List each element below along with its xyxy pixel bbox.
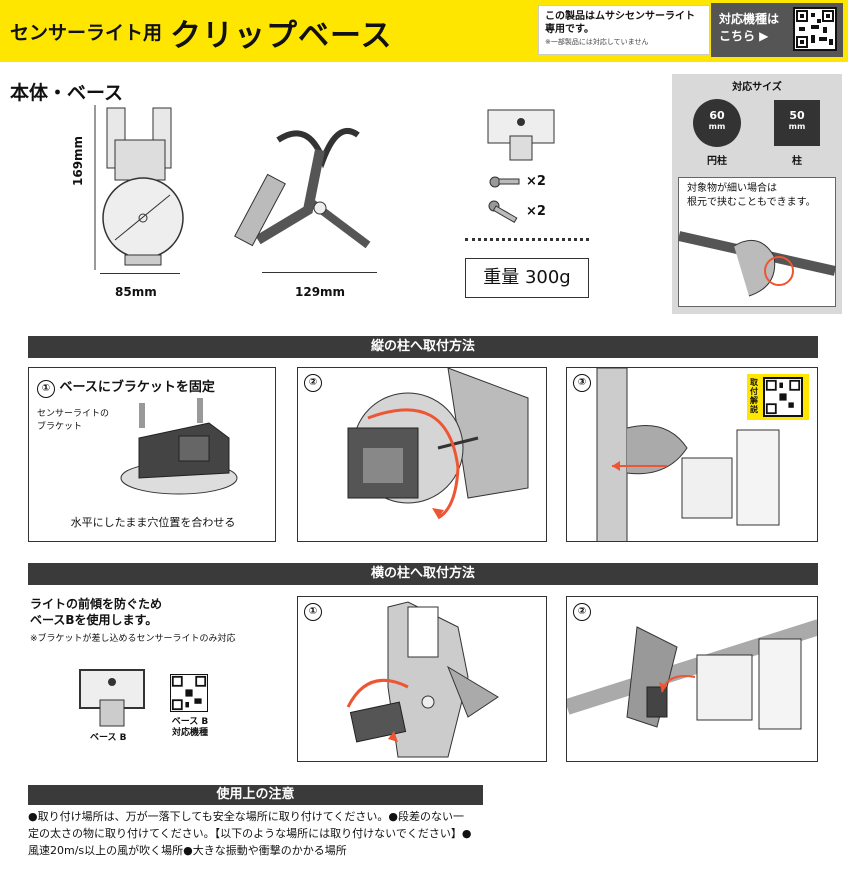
caution-line-2: 定の太さの物に取り付けてください。【以下のような場所には取り付けないでください】… <box>28 827 472 840</box>
vertical-step-1: ① ベースにブラケットを固定 センサーライトの ブラケット 水平にしたまま穴位置… <box>28 367 276 542</box>
round-label: 円柱 <box>707 156 727 167</box>
compat-line-2: こちら ▶ <box>719 29 769 43</box>
square-pillar-icon <box>774 100 820 146</box>
notice-small: ※一部製品には対応していません <box>545 38 649 46</box>
square-label: 柱 <box>792 156 802 167</box>
bracket-on-base-illustration <box>120 398 238 495</box>
clip-side-view <box>234 127 371 249</box>
bracket-label-2: ブラケット <box>37 422 83 432</box>
horizontal-intro-note: ※ブラケットが差し込めるセンサーライトのみ対応 <box>30 634 236 644</box>
length-dimension: 129mm <box>295 285 346 299</box>
step-number: ① <box>304 603 322 621</box>
base-b-label: ベース B <box>90 733 127 743</box>
step1-title: ベースにブラケットを固定 <box>59 380 215 395</box>
vertical-mount-bar: 縦の柱へ取付方法 <box>28 336 818 358</box>
length-dim-line <box>262 272 377 273</box>
thin-note-1: 対象物が細い場合は <box>687 183 777 194</box>
sizes-title: 対応サイズ <box>732 82 782 93</box>
notice-line-1: この製品はムサシセンサーライト <box>545 11 695 22</box>
mount-on-vertical-pole-illustration <box>596 368 780 541</box>
clip-front-view <box>94 105 184 270</box>
qr-code-icon[interactable] <box>793 7 837 51</box>
install-guide-badge[interactable]: 取付解説 <box>747 374 809 420</box>
round-pillar-icon <box>693 99 741 147</box>
thin-object-example: 対象物が細い場合は 根元で挟むこともできます。 <box>677 177 837 307</box>
width-dimension: 85mm <box>115 285 157 299</box>
bracket-label-1: センサーライトの <box>37 409 110 419</box>
horizontal-step-1: ① <box>297 596 547 762</box>
round-value: 60 <box>709 109 725 122</box>
supported-sizes-panel: 対応サイズ 60 mm 円柱 50 mm 柱 対象物が細い場合は 根元で挟むこと… <box>672 74 842 314</box>
step-number: ③ <box>573 374 591 392</box>
square-value: 50 <box>789 109 805 122</box>
round-unit: mm <box>708 122 726 131</box>
screw-qty-2: ×2 <box>526 204 546 219</box>
screw-qty-1: ×2 <box>526 174 546 189</box>
step-number: ② <box>573 603 591 621</box>
step-number: ② <box>304 374 322 392</box>
product-subtitle: センサーライト用 <box>10 22 163 44</box>
qr-code-icon[interactable] <box>170 674 208 712</box>
base-b-part-icon <box>487 109 555 161</box>
dotted-divider <box>465 238 589 241</box>
notice-line-2: 専用です。 <box>545 24 594 35</box>
vertical-step-3: ③ 取付解説 <box>566 367 818 542</box>
vertical-step-2: ② <box>297 367 547 542</box>
caution-bar: 使用上の注意 <box>28 785 483 805</box>
step-number: ① <box>37 380 55 398</box>
compat-line-1: 対応機種は <box>719 12 780 26</box>
step1-caption: 水平にしたまま穴位置を合わせる <box>70 516 236 529</box>
attach-base-b-illustration <box>346 601 499 758</box>
exclusive-notice: この製品はムサシセンサーライト 専用です。 ※一部製品には対応していません <box>538 5 710 55</box>
horizontal-step-2: ② <box>566 596 818 762</box>
caution-line-3: 風速20m/s以上の風が吹く場所●大きな振動や衝撃のかかる場所 <box>28 844 347 857</box>
base-b-qr-label-2: 対応機種 <box>171 728 208 738</box>
caution-line-1: ●取り付け場所は、万が一落下しても安全な場所に取り付けてください。●段差のない一 <box>28 810 464 823</box>
thin-note-2: 根元で挟むこともできます。 <box>687 197 816 208</box>
install-guide-label: 取付解説 <box>750 378 758 414</box>
horizontal-mount-bar: 横の柱へ取付方法 <box>28 563 818 585</box>
caution-text: ●取り付け場所は、万が一落下しても安全な場所に取り付けてください。●段差のない一… <box>28 808 818 859</box>
weight-box: 重量 300g <box>465 258 589 298</box>
height-dimension: 169mm <box>71 135 85 186</box>
product-title: クリップベース <box>170 18 393 54</box>
base-b-qr-label-1: ベース B <box>171 717 209 727</box>
body-base-heading: 本体・ベース <box>10 82 124 104</box>
thin-rod-illustration <box>677 231 837 297</box>
compatible-models-button[interactable]: 対応機種は こちら ▶ <box>711 3 843 57</box>
bolt-icon <box>488 200 518 224</box>
qr-code-icon[interactable] <box>763 377 803 417</box>
horizontal-intro-1: ライトの前傾を防ぐため <box>30 597 163 611</box>
square-unit: mm <box>788 122 806 131</box>
attach-base-illustration <box>347 368 529 520</box>
width-dim-line <box>100 273 180 274</box>
mount-on-horizontal-pole-illustration <box>567 619 817 730</box>
horizontal-intro-2: ベースBを使用します。 <box>30 613 158 627</box>
screw-icon <box>489 176 520 188</box>
base-b-icon <box>79 669 145 727</box>
